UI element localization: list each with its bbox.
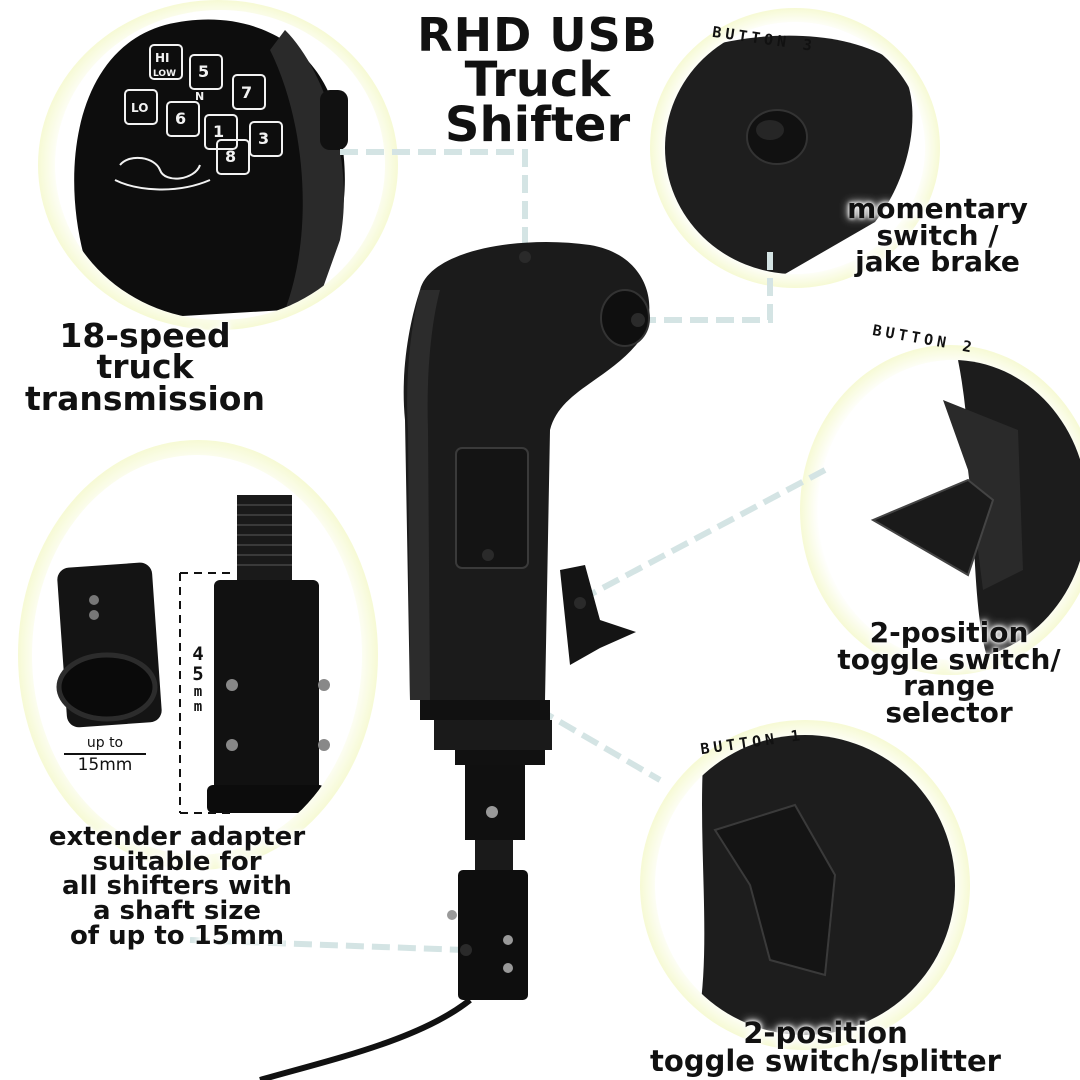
gear-hi: HI (155, 51, 170, 65)
gear-1: 1 (213, 122, 224, 141)
title-line3: Shifter (444, 97, 631, 154)
title-line1: RHD USB (417, 8, 658, 62)
button1-closeup-photo (655, 735, 955, 1035)
extender-adapter-photo (32, 455, 362, 855)
gear-5: 5 (198, 62, 209, 81)
caption-button2: 2-position toggle switch/ range selector (837, 616, 1061, 729)
page-title: RHD USB Truck Shifter (395, 8, 680, 154)
transmission-knob-photo: HI LOW 5 7 LO 6 1 3 8 N (55, 10, 385, 320)
adapter-height-label: 4 5 m m (192, 643, 204, 715)
gear-3: 3 (258, 129, 269, 148)
caption-button3: momentary switch / jake brake (847, 192, 1028, 279)
gear-6: 6 (175, 109, 186, 128)
gear-n: N (195, 90, 204, 103)
adapter-drawing (56, 495, 330, 814)
knob-top-drawing: HI LOW 5 7 LO 6 1 3 8 N (74, 19, 348, 320)
gear-7: 7 (241, 83, 252, 102)
button2-closeup-photo (818, 360, 1080, 660)
gear-8: 8 (225, 147, 236, 166)
caption-transmission: 18-speed truck transmission (25, 316, 265, 418)
caption-button1: 2-position toggle switch/splitter (650, 1016, 1001, 1078)
button3-closeup-photo (665, 22, 925, 274)
button2-drawing (870, 360, 1080, 660)
button3-drawing (665, 35, 913, 274)
button1-drawing (695, 735, 955, 1035)
gear-low: LOW (153, 69, 176, 79)
adapter-inner-diameter: up to 15mm (64, 735, 146, 775)
gear-lo: LO (131, 101, 148, 115)
caption-adapter: extender adapter suitable for all shifte… (48, 822, 306, 951)
title-line2: Truck (464, 51, 611, 108)
